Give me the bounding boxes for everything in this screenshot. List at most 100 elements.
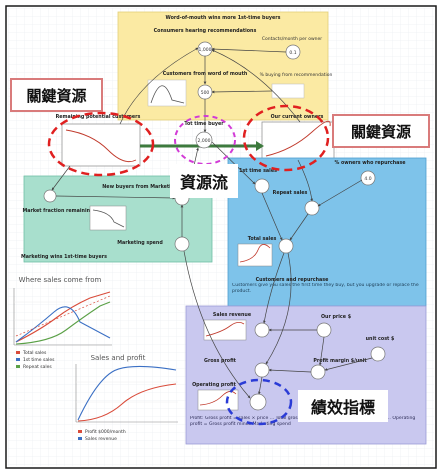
contacts-month-value: 0.1 <box>289 50 296 56</box>
operating-profit-node <box>249 393 267 411</box>
chart1-repeat-line <box>15 301 111 345</box>
chart2-title: Sales and profit <box>91 354 146 362</box>
highlight-remaining-potential <box>47 111 155 177</box>
customers-hearing-label: Consumers hearing recommendations <box>154 28 257 34</box>
callout-key-resource-left: 關鍵資源 <box>10 78 103 112</box>
total-sales-curve <box>239 244 271 263</box>
tot-time-buyer-label: Tot time buyer <box>184 121 224 127</box>
chart2-legend-swatch-1 <box>78 430 82 433</box>
chart2-profit-line <box>77 383 177 422</box>
sales-revenue-curve <box>205 322 245 337</box>
arrow-fraction-to-buyers <box>55 195 176 200</box>
operating-profit-curve <box>199 391 237 406</box>
wom-title: Word-of-mouth wins more 1st-time buyers <box>166 15 281 21</box>
chart1-legend-swatch-1 <box>16 351 20 354</box>
chart1-title: Where sales come from <box>19 276 102 284</box>
remaining-potential-stock <box>61 123 141 167</box>
marketing-spend-node <box>174 236 190 252</box>
chart1-legend-2: 1st time sales <box>23 357 55 363</box>
arrow-repurchase-to-repeat <box>317 179 363 207</box>
flow-valve-value: 2,000 <box>198 138 211 144</box>
arrow-repeat-to-total <box>289 213 309 241</box>
gross-profit-label: Gross profit <box>204 358 237 364</box>
chart2-sales-line <box>77 365 177 421</box>
marketing-spend-label: Marketing spend <box>117 240 163 246</box>
pct-repurchase-node <box>360 170 376 186</box>
highlight-current-owners <box>242 104 330 172</box>
arrow-remaining-to-fraction <box>51 165 71 191</box>
arrow-spend-to-operating <box>183 250 251 399</box>
highlight-operating-profit <box>225 378 293 426</box>
customers-wom-value: 500 <box>201 90 210 96</box>
our-price-node <box>316 322 332 338</box>
pct-buying-box <box>271 83 305 99</box>
callout-key-resource-right: 關鍵資源 <box>332 114 430 148</box>
chart1-legend-swatch-3 <box>16 365 20 368</box>
callout-performance-indicator: 績效指標 <box>298 390 388 422</box>
total-sales-node <box>278 238 294 254</box>
current-owners-label: Our current owners <box>271 114 324 120</box>
total-sales-label: Total sales <box>248 236 277 242</box>
pct-buying-label: % buying from recommendation <box>260 72 333 78</box>
chart2-legend-2: Sales revenue <box>85 436 117 442</box>
sales-revenue-chart <box>203 319 247 341</box>
flow-pipe-arrow <box>256 141 264 151</box>
remaining-potential-label: Remaining potential customers <box>56 114 141 120</box>
arrow-total-to-gross <box>265 252 292 365</box>
arrow-contacts-to-hearing <box>211 47 287 53</box>
chart1-legend-1: Total sales <box>22 350 47 356</box>
chart1-total-sales-line <box>15 291 111 343</box>
new-buyers-mktg-label: New buyers from Marketing <box>102 184 178 190</box>
arrow-gross-to-operating <box>258 376 263 395</box>
arrow-price-to-margin <box>318 336 325 366</box>
highlight-resource-flow <box>174 115 236 165</box>
unit-cost-node <box>370 346 386 362</box>
chart2-legend-swatch-2 <box>78 437 82 440</box>
pct-repurchase-label: % owners who repurchase <box>334 160 406 166</box>
chart1-legend-3: Repeat sales <box>23 364 52 370</box>
customers-repurchase-title: Customers and repurchase <box>256 277 329 283</box>
market-fraction-curve <box>92 209 125 228</box>
operating-profit-label: Operating profit <box>192 382 236 388</box>
arrow-1st-to-total <box>261 192 283 241</box>
chart1-dashed-line <box>15 295 111 337</box>
arrow-cost-to-margin <box>324 357 373 371</box>
sales-revenue-label: Sales revenue <box>213 312 252 318</box>
arrow-flow-to-1st-sales <box>211 141 256 185</box>
profit-margin-label: Profit margin $/unit <box>313 358 367 364</box>
chart1-legend-swatch-2 <box>16 358 20 361</box>
pct-repurchase-value: 4.0 <box>364 176 371 182</box>
unit-cost-label: unit cost $ <box>366 336 395 342</box>
arrow-owners-to-repeat <box>297 159 314 202</box>
callout-resource-flow: 資源流 <box>170 164 238 198</box>
market-fraction-label: Market fraction remaining <box>23 208 94 214</box>
customers-hearing-value: 1,000 <box>199 47 212 53</box>
arrow-remaining-to-hearing <box>119 47 199 125</box>
repeat-sales-label: Repeat sales <box>273 190 308 196</box>
operating-profit-chart <box>197 389 239 411</box>
gross-profit-node <box>254 362 270 378</box>
our-price-label: Our price $ <box>321 314 352 320</box>
arrow-total-to-revenue <box>263 252 285 324</box>
market-fraction-node <box>43 189 57 203</box>
arrow-margin-to-gross <box>268 368 312 373</box>
arrow-owners-to-hearing <box>211 49 301 123</box>
contacts-month-label: Contacts/month per owner <box>262 36 322 42</box>
sales-revenue-node <box>254 322 270 338</box>
market-fraction-chart <box>89 205 127 231</box>
arrow-pct-to-wom <box>211 90 273 94</box>
mktg-wins-label: Marketing wins 1st-time buyers <box>21 254 107 260</box>
repurchase-desc-box: Customers give you sales the first time … <box>232 283 419 294</box>
repurchase-desc: Customers give you sales the first time … <box>232 283 419 294</box>
remaining-curve <box>65 129 137 163</box>
chart2-legend-1: Profit $000/month <box>85 429 126 435</box>
first-time-sales-node <box>254 178 270 194</box>
chart1-first-time-line <box>15 306 111 343</box>
first-time-sales-label: 1st time sales <box>239 168 277 174</box>
profit-margin-node <box>310 364 326 380</box>
repeat-sales-node <box>304 200 320 216</box>
owners-curve <box>265 120 331 157</box>
connector-arrows <box>51 47 373 399</box>
wom-curve <box>150 85 185 104</box>
